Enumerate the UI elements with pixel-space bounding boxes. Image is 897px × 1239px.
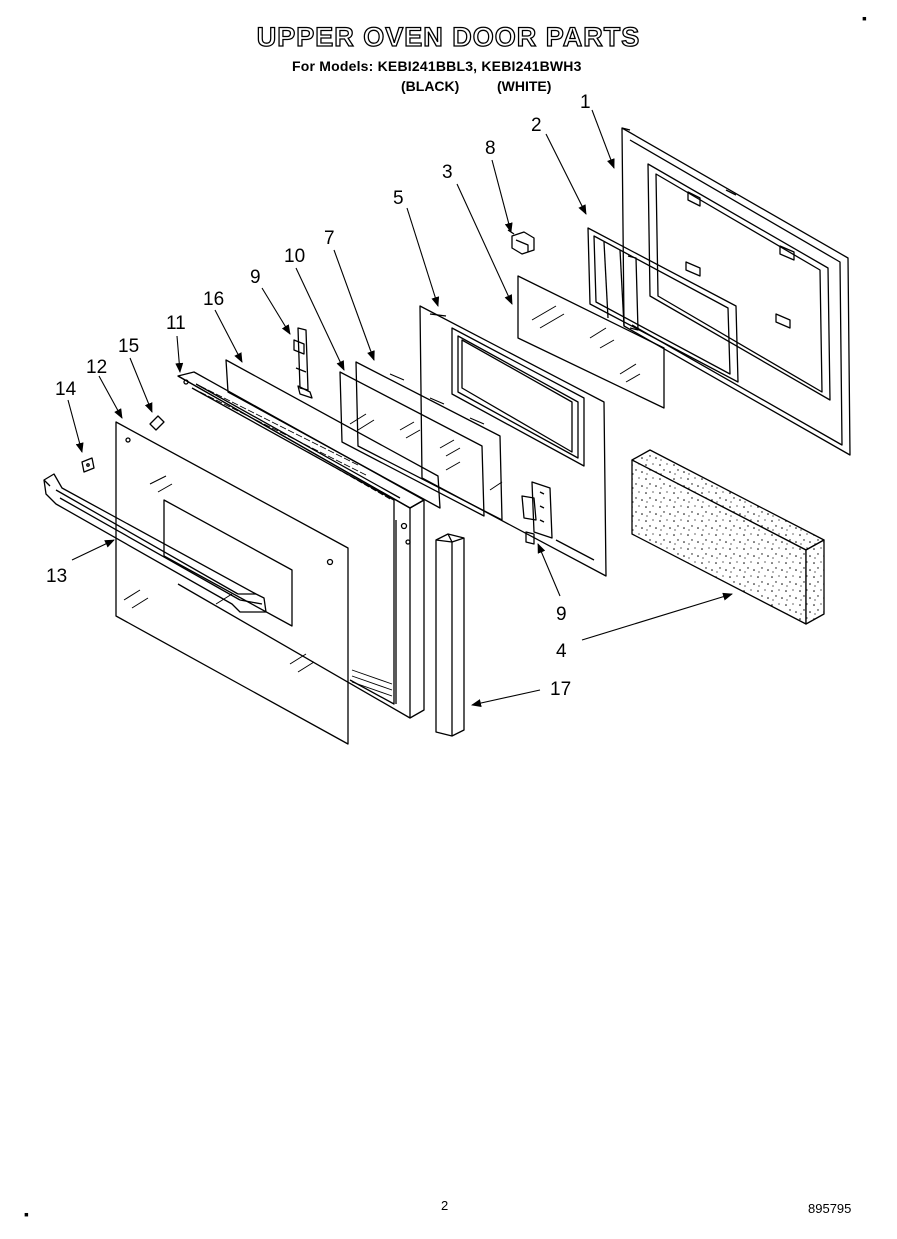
callout-leader-lines (67, 109, 733, 707)
part-11-outer-door-frame (177, 371, 425, 719)
callout-7: 7 (324, 228, 335, 249)
corner-mark: ▪ (862, 10, 867, 26)
part-14-handle-end-cap (81, 457, 95, 473)
part-1-inner-door-liner (621, 127, 851, 456)
color-label-white: (WHITE) (497, 78, 552, 94)
callout-9-upper: 9 (250, 267, 261, 288)
callout-5: 5 (393, 188, 404, 209)
part-16-insulation-sheet (225, 359, 441, 509)
callout-8: 8 (485, 138, 496, 159)
models-line: For Models: KEBI241BBL3, KEBI241BWH3 (292, 58, 582, 74)
callout-1: 1 (580, 92, 591, 113)
callout-3: 3 (442, 162, 453, 183)
part-3-glass-pane (517, 275, 665, 409)
page-number: 2 (441, 1198, 449, 1213)
part-12-outer-glass (115, 421, 349, 745)
callout-2: 2 (531, 115, 542, 136)
part-9-hinge-bracket-upper (293, 327, 313, 399)
part-5-inner-panel (419, 305, 607, 577)
part-7-glass (355, 361, 503, 521)
corner-mark: ▪ (24, 1206, 29, 1222)
document-number: 895795 (808, 1201, 852, 1216)
part-15-clip (149, 415, 165, 431)
part-4-insulation-block (631, 449, 825, 625)
page-title: UPPER OVEN DOOR PARTS (256, 21, 641, 52)
callout-15: 15 (118, 336, 139, 357)
part-10-glass (339, 371, 485, 517)
callout-14: 14 (55, 379, 77, 400)
part-17-trim-strip (435, 533, 465, 737)
callout-17: 17 (550, 679, 571, 700)
callout-4: 4 (556, 641, 567, 662)
callout-10: 10 (284, 246, 305, 267)
color-label-black: (BLACK) (401, 78, 460, 94)
part-2-window-frame (587, 227, 739, 383)
callout-9-lower: 9 (556, 604, 567, 625)
callout-13: 13 (46, 566, 67, 587)
part-8-clip (507, 229, 535, 255)
part-9-hinge-bracket-lower (521, 481, 553, 545)
callout-12: 12 (86, 357, 107, 378)
callout-numbers: 1 2 3 8 5 7 10 9 16 11 15 12 14 13 9 4 1… (46, 92, 591, 700)
part-13-door-handle (43, 473, 267, 613)
callout-16: 16 (203, 289, 224, 310)
callout-11: 11 (166, 313, 186, 334)
